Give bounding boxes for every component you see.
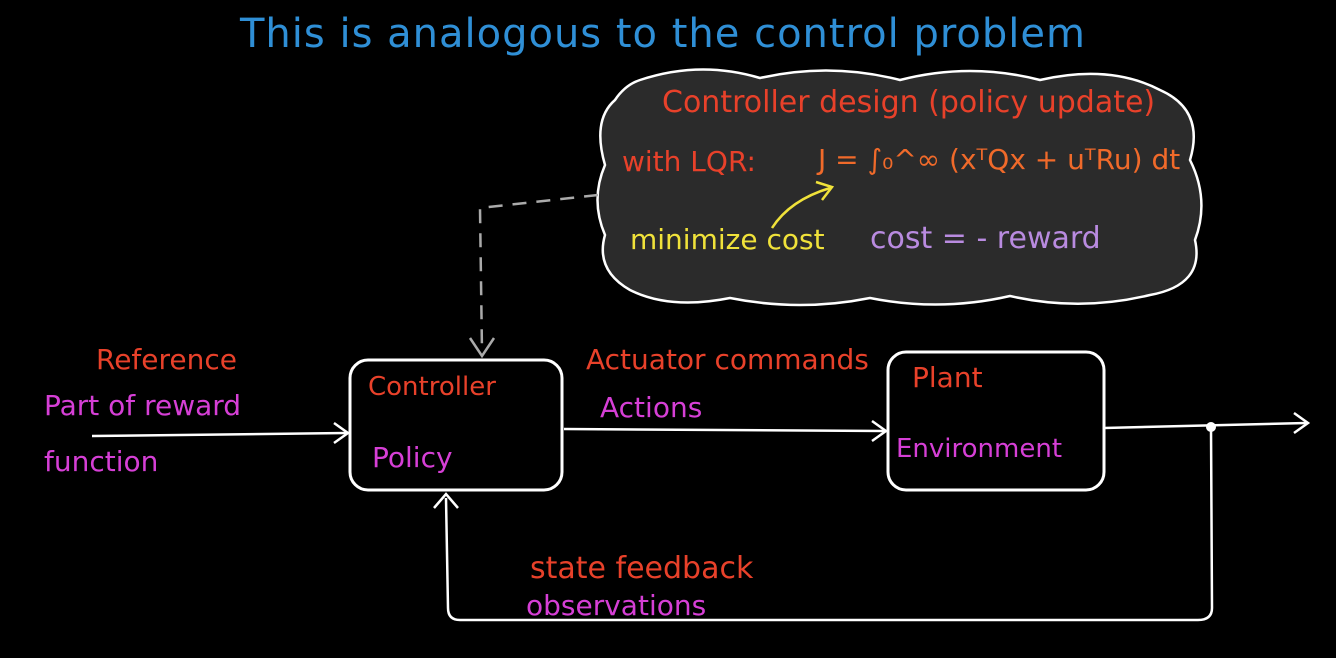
policy-label: Policy (372, 441, 453, 474)
observations-label: observations (526, 589, 707, 622)
policy-update-dashed-line (478, 193, 599, 353)
feedback-loop-line (444, 426, 1214, 622)
reward-function-label: function (44, 445, 159, 478)
state-feedback-label: state feedback (530, 551, 754, 586)
cloud-bubble (596, 68, 1203, 307)
action-arrowhead (871, 419, 889, 443)
feedback-arrowhead (433, 492, 459, 509)
reference-arrowhead (333, 421, 351, 445)
with-lqr-label: with LQR: (622, 145, 756, 178)
action-arrow-line (563, 427, 885, 433)
plant-box (886, 350, 1106, 492)
minimize-cost-label: minimize cost (630, 223, 825, 256)
controller-label: Controller (368, 372, 496, 402)
reward-part-label: Part of reward (44, 389, 242, 422)
policy-update-arrowhead (468, 337, 496, 359)
reference-arrow-line (91, 431, 347, 438)
environment-label: Environment (896, 434, 1063, 464)
cloud-heading: Controller design (policy update) (662, 85, 1156, 120)
reference-label: Reference (96, 343, 237, 376)
actuator-commands-label: Actuator commands (586, 343, 869, 376)
controller-box (348, 358, 564, 492)
lqr-cost-equation: J = ∫₀^∞ (xᵀQx + uᵀRu) dt (818, 143, 1181, 176)
output-arrowhead (1293, 411, 1311, 435)
minimize-pointer-arrowhead (815, 180, 835, 201)
plant-label: Plant (912, 361, 983, 394)
output-arrow-line (1103, 421, 1307, 430)
actions-label: Actions (600, 391, 703, 424)
minimize-pointer-arrow (770, 186, 831, 229)
page-title: This is analogous to the control problem (240, 11, 1086, 57)
cost-reward-equation: cost = - reward (870, 221, 1101, 256)
